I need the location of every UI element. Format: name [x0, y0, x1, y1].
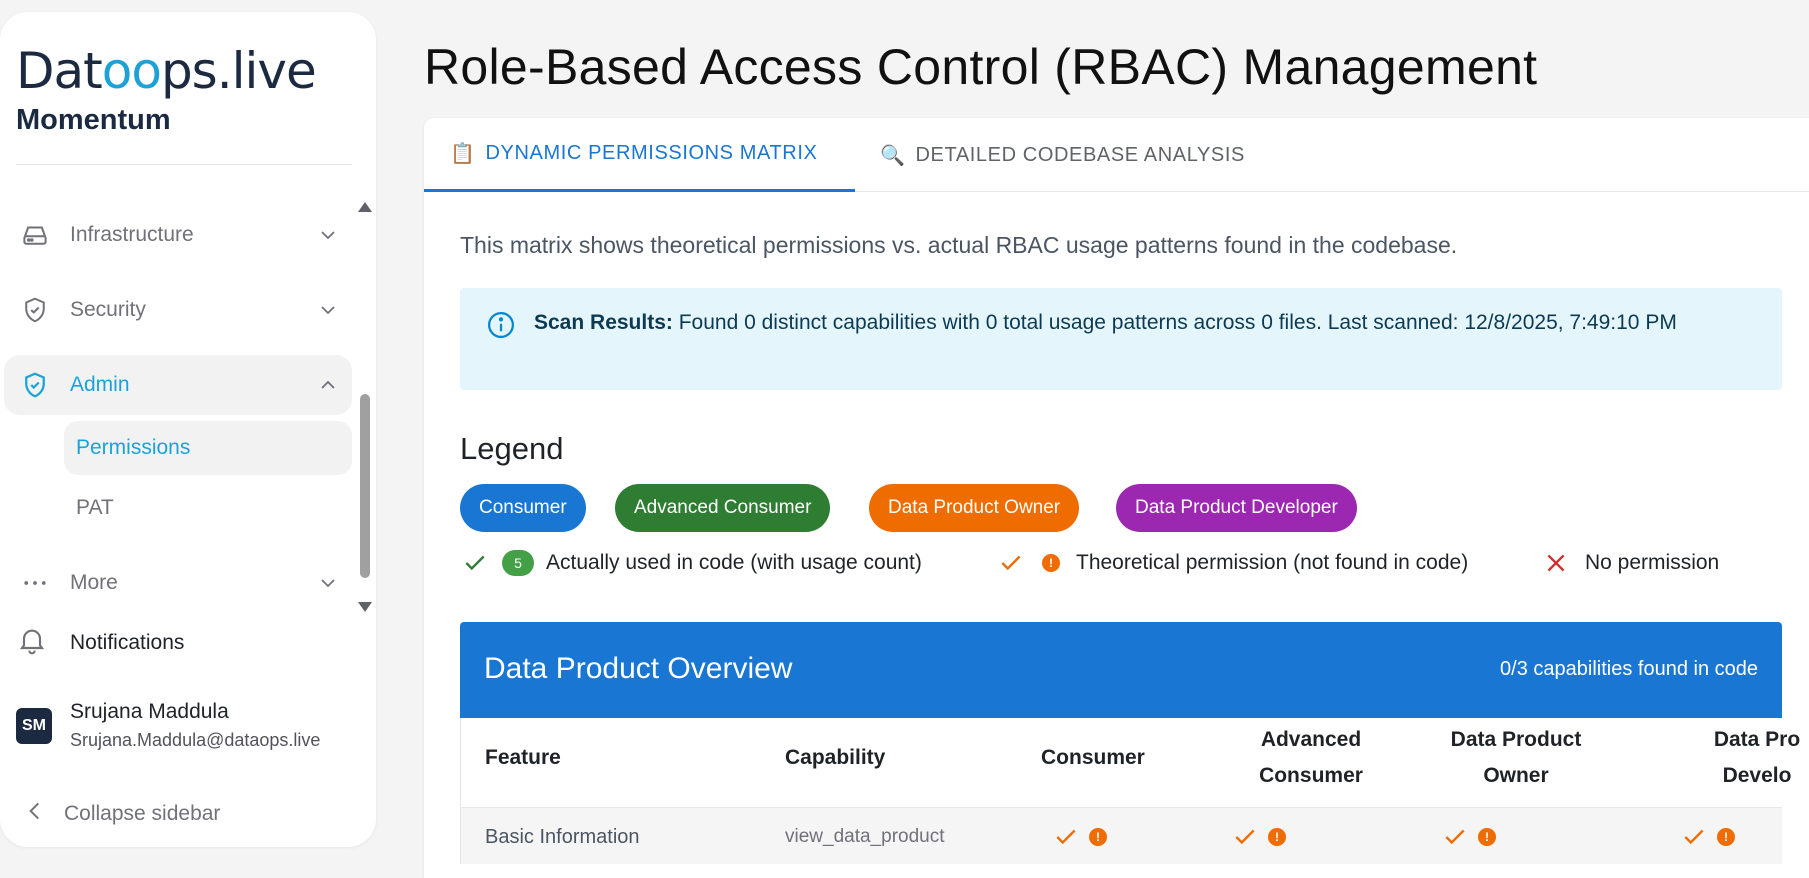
usage-count-badge: 5 [502, 550, 534, 576]
page-description: This matrix shows theoretical permission… [460, 232, 1458, 258]
cell-data-product-developer: ! [1681, 824, 1735, 850]
notifications-button[interactable]: Notifications [16, 624, 184, 661]
role-chip-advanced-consumer: Advanced Consumer [615, 484, 831, 532]
cell-consumer: ! [1053, 824, 1107, 850]
cell-data-product-owner: ! [1442, 824, 1496, 850]
col-header-feature: Feature [485, 746, 561, 769]
magnifier-icon: 🔍 [880, 144, 906, 167]
legend-none: No permission [1543, 550, 1719, 576]
theoretical-dot-icon: ! [1717, 828, 1735, 846]
user-email: Srujana.Maddula@dataops.live [70, 730, 321, 750]
page-title: Role-Based Access Control (RBAC) Managem… [424, 39, 1538, 95]
collapse-sidebar-button[interactable]: Collapse sidebar [22, 798, 220, 829]
capabilities-count: 0/3 capabilities found in code [1500, 658, 1758, 680]
legend-theoretical: ! Theoretical permission (not found in c… [998, 550, 1468, 576]
shield-check-icon [18, 293, 52, 327]
app-subtitle: Momentum [16, 104, 171, 136]
theoretical-dot-icon: ! [1268, 828, 1286, 846]
tab-label: DETAILED CODEBASE ANALYSIS [915, 143, 1245, 166]
scan-results-text: Scan Results: Found 0 distinct capabilit… [534, 311, 1677, 334]
close-icon [1547, 554, 1565, 572]
chevron-down-icon [321, 579, 335, 588]
section-title: Data Product Overview [484, 652, 793, 685]
sidebar-item-label: Admin [70, 373, 130, 396]
role-chip-data-product-owner: Data Product Owner [869, 484, 1080, 532]
check-icon [1001, 555, 1021, 571]
sidebar-item-label: Security [70, 298, 146, 321]
cell-feature: Basic Information [485, 826, 640, 848]
role-chip-data-product-developer: Data Product Developer [1116, 484, 1357, 532]
sidebar-item-more[interactable]: More [4, 553, 352, 613]
chevron-up-icon [321, 380, 335, 389]
scan-results-alert: Scan Results: Found 0 distinct capabilit… [460, 288, 1782, 390]
sidebar-subitem-permissions[interactable]: Permissions [64, 421, 352, 475]
scroll-up-arrow-icon[interactable] [358, 202, 372, 212]
check-icon [1056, 829, 1076, 845]
legend-title: Legend [460, 431, 564, 466]
bell-icon [16, 624, 48, 661]
cell-advanced-consumer: ! [1232, 824, 1286, 850]
sidebar-scrollbar[interactable] [358, 202, 372, 612]
scroll-down-arrow-icon[interactable] [358, 602, 372, 612]
check-icon [1235, 829, 1255, 845]
theoretical-dot-icon: ! [1042, 554, 1060, 572]
chevron-down-icon [321, 231, 335, 240]
legend-none-text: No permission [1585, 551, 1720, 574]
col-header-capability: Capability [785, 746, 886, 769]
role-chip-consumer: Consumer [460, 484, 586, 532]
legend-used-text: Actually used in code (with usage count) [546, 551, 922, 574]
theoretical-dot-icon: ! [1089, 828, 1107, 846]
user-name: Srujana Maddula [70, 700, 229, 723]
shield-check-icon [18, 368, 52, 402]
scroll-thumb[interactable] [360, 394, 370, 578]
sidebar-item-label: More [70, 571, 118, 594]
sidebar-item-infrastructure[interactable]: Infrastructure [4, 205, 352, 265]
check-icon [1445, 829, 1465, 845]
col-header-consumer: Consumer [1041, 746, 1145, 769]
chevron-down-icon [321, 306, 335, 315]
sidebar-item-label: Infrastructure [70, 223, 194, 246]
user-profile[interactable]: SM Srujana Maddula Srujana.Maddula@datao… [16, 700, 320, 751]
legend-theoretical-text: Theoretical permission (not found in cod… [1076, 551, 1469, 574]
check-icon [465, 555, 485, 571]
hard-drive-icon [18, 218, 52, 252]
tab-dynamic-permissions-matrix[interactable]: 📋 DYNAMIC PERMISSIONS MATRIX [424, 118, 855, 192]
app-logo[interactable]: Datoops.live [16, 42, 317, 100]
table-row: Basic Information view_data_product ! ! … [460, 808, 1782, 864]
tab-label: DYNAMIC PERMISSIONS MATRIX [485, 142, 818, 164]
section-header: Data Product Overview 0/3 capabilities f… [460, 622, 1782, 718]
theoretical-dot-icon: ! [1478, 828, 1496, 846]
info-icon [486, 310, 516, 345]
sidebar-subitem-pat[interactable]: PAT [76, 496, 114, 519]
tab-detailed-codebase-analysis[interactable]: 🔍 DETAILED CODEBASE ANALYSIS [880, 118, 1245, 192]
legend-used: 5 Actually used in code (with usage coun… [462, 550, 922, 576]
clipboard-icon: 📋 [450, 143, 476, 165]
avatar: SM [16, 707, 52, 744]
main-card: 📋 DYNAMIC PERMISSIONS MATRIX 🔍 DETAILED … [424, 118, 1809, 878]
cell-capability: view_data_product [785, 826, 945, 847]
check-icon [1684, 829, 1704, 845]
notifications-label: Notifications [70, 630, 185, 654]
sidebar: Datoops.live Momentum Infrastructure Sec… [0, 12, 376, 847]
tab-bar: 📋 DYNAMIC PERMISSIONS MATRIX 🔍 DETAILED … [424, 118, 1809, 192]
sidebar-item-security[interactable]: Security [4, 280, 352, 340]
collapse-sidebar-label: Collapse sidebar [64, 801, 221, 825]
chevron-left-icon [22, 798, 48, 829]
divider [16, 164, 352, 165]
more-dots-icon [18, 566, 52, 600]
sidebar-item-admin[interactable]: Admin [4, 355, 352, 415]
